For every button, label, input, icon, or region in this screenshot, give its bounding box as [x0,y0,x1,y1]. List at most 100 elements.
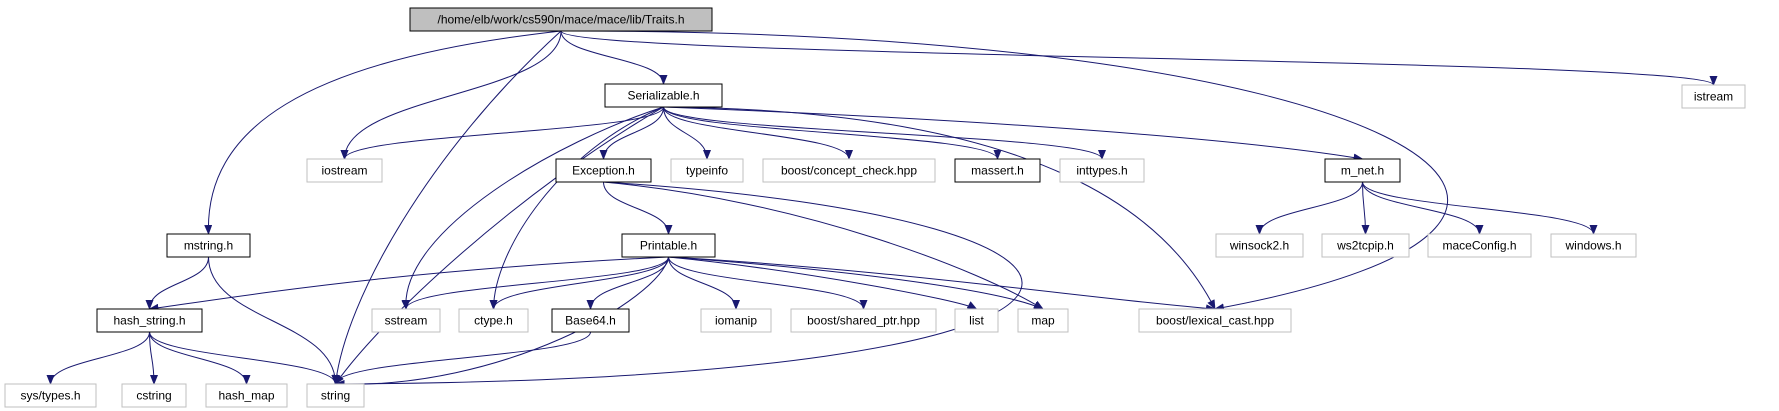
edge-printable-to-shared_ptr [668,256,868,310]
node-istream: istream [1681,84,1746,109]
node-sstream: sstream [371,308,441,333]
node-typeinfo: typeinfo [670,158,744,183]
node-label-maceconfig: maceConfig.h [1442,239,1516,253]
node-printable[interactable]: Printable.h [621,233,716,258]
node-label-massert: massert.h [971,164,1024,178]
node-label-map: map [1031,314,1055,328]
edges-layer [46,30,1718,389]
node-box-base64 [551,308,630,333]
node-string: string [306,383,365,408]
nodes-layer: /home/elb/work/cs590n/mace/mace/lib/Trai… [4,7,1746,408]
node-hash_string[interactable]: hash_string.h [96,308,203,333]
node-massert[interactable]: massert.h [954,158,1041,183]
node-label-serializable: Serializable.h [627,89,699,103]
edge-traits-to-mstring [204,30,562,235]
node-label-iomanip: iomanip [715,314,757,328]
node-box-shared_ptr [790,308,937,333]
node-box-cstring [121,383,187,408]
node-label-base64: Base64.h [565,314,616,328]
edge-traits-to-string [332,30,562,385]
edge-traits-to-istream [560,30,1718,86]
node-box-iomanip [700,308,772,333]
edge-m_net-to-windows [1362,181,1598,235]
node-box-hash_map [205,383,288,408]
node-box-maceconfig [1427,233,1532,258]
node-mstring[interactable]: mstring.h [166,233,251,258]
node-label-windows: windows.h [1564,239,1621,253]
edge-hash_string-to-sys_types [46,331,150,385]
node-label-sstream: sstream [385,314,428,328]
node-box-exception [555,158,652,183]
edge-printable-to-list [668,256,978,310]
edge-traits-to-lexical_cast [560,30,1448,312]
edge-printable-to-lexical_cast [668,256,1216,313]
node-box-inttypes [1059,158,1145,183]
node-label-hash_map: hash_map [218,389,274,403]
edge-hash_string-to-hash_map [149,331,251,385]
edge-serializable-to-m_net [663,106,1364,162]
node-box-istream [1681,84,1746,109]
node-label-iostream: iostream [321,164,367,178]
node-concept_check: boost/concept_check.hpp [762,158,936,183]
edge-mstring-to-string [208,256,340,385]
edge-m_net-to-ws2tcpip [1361,181,1370,235]
node-label-m_net: m_net.h [1341,164,1384,178]
node-label-cstring: cstring [136,389,171,403]
edge-serializable-to-inttypes [663,106,1106,160]
edge-serializable-to-sstream [401,106,664,310]
node-lexical_cast: boost/lexical_cast.hpp [1138,308,1292,333]
node-box-list [954,308,999,333]
edge-serializable-to-typeinfo [663,106,711,160]
node-box-serializable [604,83,723,108]
node-label-printable: Printable.h [640,239,697,253]
node-iomanip: iomanip [700,308,772,333]
node-label-winsock2: winsock2.h [1229,239,1289,253]
node-label-string: string [321,389,350,403]
edge-printable-to-sstream [402,256,669,310]
node-box-windows [1550,233,1637,258]
node-winsock2: winsock2.h [1215,233,1304,258]
node-exception[interactable]: Exception.h [555,158,652,183]
node-m_net[interactable]: m_net.h [1324,158,1401,183]
node-label-exception: Exception.h [572,164,635,178]
node-map: map [1017,308,1069,333]
edge-serializable-to-exception [599,106,664,160]
node-windows: windows.h [1550,233,1637,258]
edge-exception-to-map [603,181,1044,310]
edge-printable-to-map [668,256,1044,310]
node-box-winsock2 [1215,233,1304,258]
node-base64[interactable]: Base64.h [551,308,630,333]
node-box-lexical_cast [1138,308,1292,333]
node-shared_ptr: boost/shared_ptr.hpp [790,308,937,333]
node-box-m_net [1324,158,1401,183]
node-box-printable [621,233,716,258]
node-box-typeinfo [670,158,744,183]
node-box-mstring [166,233,251,258]
edge-printable-to-ctype [489,256,669,310]
node-traits[interactable]: /home/elb/work/cs590n/mace/mace/lib/Trai… [409,7,713,32]
edge-traits-to-iostream [340,30,562,160]
edge-printable-to-string [334,256,669,389]
node-box-concept_check [762,158,936,183]
node-label-inttypes: inttypes.h [1076,164,1127,178]
node-inttypes: inttypes.h [1059,158,1145,183]
edge-serializable-to-string [334,106,664,385]
node-cstring: cstring [121,383,187,408]
node-label-sys_types: sys/types.h [20,389,80,403]
edge-printable-to-hash_string [148,256,669,312]
node-label-hash_string: hash_string.h [113,314,185,328]
node-label-concept_check: boost/concept_check.hpp [781,164,917,178]
node-label-lexical_cast: boost/lexical_cast.hpp [1156,314,1274,328]
node-hash_map: hash_map [205,383,288,408]
node-ctype: ctype.h [458,308,529,333]
edge-exception-to-printable [603,181,673,235]
edge-traits-to-serializable [560,30,668,85]
edge-base64-to-string [331,331,591,385]
node-box-massert [954,158,1041,183]
node-label-list: list [969,314,984,328]
edge-printable-to-iomanip [668,256,740,310]
edge-serializable-to-massert [663,106,1002,160]
node-serializable[interactable]: Serializable.h [604,83,723,108]
node-label-traits: /home/elb/work/cs590n/mace/mace/lib/Trai… [438,13,685,27]
